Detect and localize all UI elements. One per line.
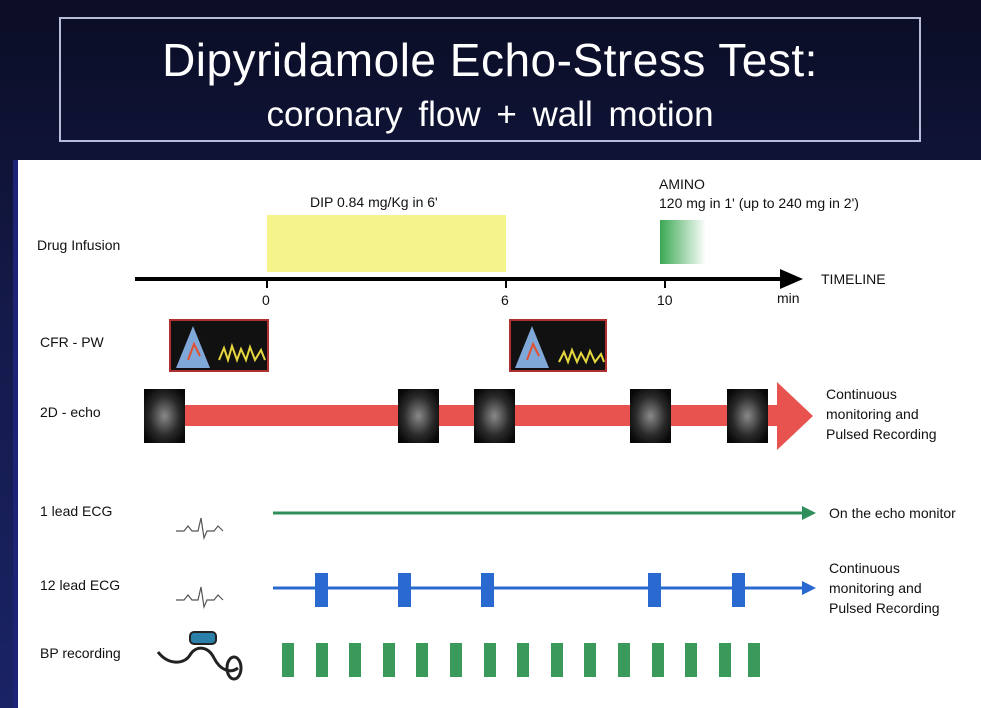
- title-box: Dipyridamole Echo-Stress Test: coronary …: [59, 17, 921, 142]
- echo-frame-5: [727, 389, 768, 443]
- bp-block-15: [748, 643, 760, 677]
- echo-frame-3: [474, 389, 515, 443]
- dip-dose-label: DIP 0.84 mg/Kg in 6': [310, 194, 438, 210]
- bp-block-10: [584, 643, 596, 677]
- ecg12-record-block-2: [398, 573, 411, 607]
- ecg1-arrowhead: [802, 506, 816, 520]
- amino-dose-label: 120 mg in 1' (up to 240 mg in 2'): [659, 195, 859, 211]
- cfr-pw-label: CFR - PW: [40, 334, 105, 350]
- slide-subtitle: coronary flow + wall motion: [266, 95, 714, 134]
- bp-block-7: [484, 643, 496, 677]
- cfr-doppler-image-1: [169, 319, 269, 372]
- bp-block-4: [383, 643, 395, 677]
- bp-block-1: [282, 643, 294, 677]
- echo-note-line2: monitoring and: [826, 406, 919, 422]
- ecg12-note-line2: monitoring and: [829, 580, 922, 596]
- tick-label-0: 0: [262, 292, 270, 308]
- ecg-trace-icon-1: [176, 517, 224, 541]
- protocol-diagram: Drug Infusion DIP 0.84 mg/Kg in 6' AMINO…: [37, 176, 956, 681]
- drug-infusion-label: Drug Infusion: [37, 237, 120, 253]
- bp-block-11: [618, 643, 630, 677]
- echo-note-line3: Pulsed Recording: [826, 426, 937, 442]
- bp-block-2: [316, 643, 328, 677]
- ecg12-note-line1: Continuous: [829, 560, 900, 576]
- 1-lead-ecg-label: 1 lead ECG: [40, 503, 112, 519]
- tick-label-6: 6: [501, 292, 509, 308]
- echo-frame-4: [630, 389, 671, 443]
- ecg12-record-block-4: [648, 573, 661, 607]
- bp-block-5: [416, 643, 428, 677]
- amino-label: AMINO: [659, 176, 705, 192]
- dip-infusion-bar: [267, 215, 506, 272]
- timeline-label: TIMELINE: [821, 271, 886, 287]
- timeline-unit-label: min: [777, 290, 800, 306]
- 12-lead-ecg-label: 12 lead ECG: [40, 577, 120, 593]
- ecg12-record-block-3: [481, 573, 494, 607]
- bp-block-6: [450, 643, 462, 677]
- timeline-arrowhead: [780, 269, 803, 289]
- ecg1-note: On the echo monitor: [829, 505, 956, 521]
- timeline-panel: Drug Infusion DIP 0.84 mg/Kg in 6' AMINO…: [13, 160, 981, 708]
- bp-block-12: [652, 643, 664, 677]
- bp-block-8: [517, 643, 529, 677]
- bp-recording-label: BP recording: [40, 645, 121, 661]
- echo-frame-1: [144, 389, 185, 443]
- echo-red-arrowhead: [777, 382, 813, 450]
- ecg-trace-icon-2: [176, 586, 224, 610]
- slide-title: Dipyridamole Echo-Stress Test:: [162, 34, 818, 86]
- ecg12-record-block-1: [315, 573, 328, 607]
- echo-frame-2: [398, 389, 439, 443]
- ecg12-note-line3: Pulsed Recording: [829, 600, 940, 616]
- bp-block-3: [349, 643, 361, 677]
- ecg12-record-block-5: [732, 573, 745, 607]
- bp-block-13: [685, 643, 697, 677]
- bp-block-14: [719, 643, 731, 677]
- echo-note-line1: Continuous: [826, 386, 897, 402]
- bp-block-9: [551, 643, 563, 677]
- 2d-echo-label: 2D - echo: [40, 404, 101, 420]
- bp-record-blocks: [282, 643, 760, 677]
- amino-infusion-bar: [660, 220, 706, 264]
- tick-label-10: 10: [657, 292, 673, 308]
- bp-cuff-icon: [156, 631, 243, 681]
- cfr-doppler-image-2: [509, 319, 607, 372]
- ecg12-arrowhead: [802, 581, 816, 595]
